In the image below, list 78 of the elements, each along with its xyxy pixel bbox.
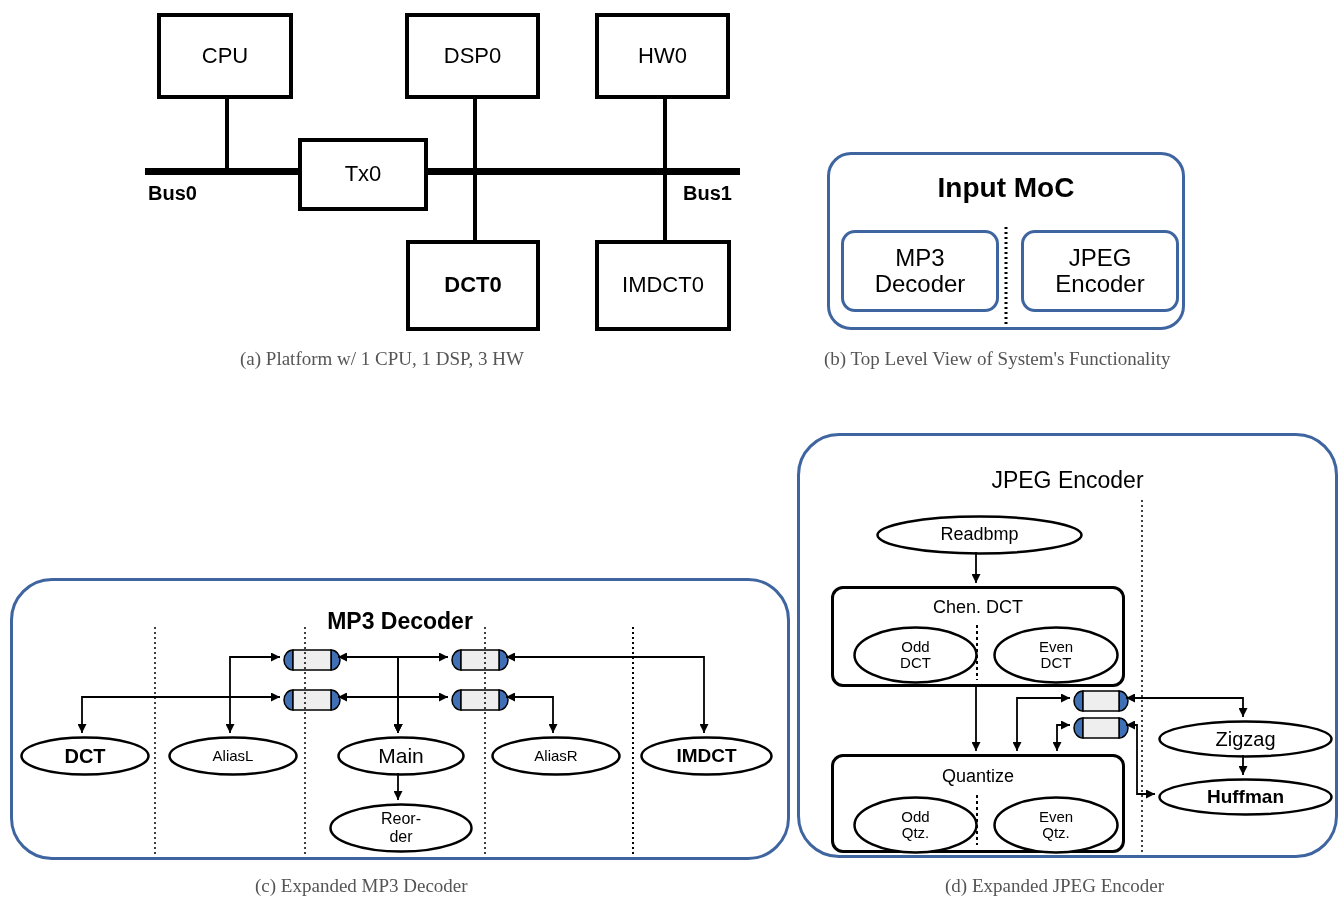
node-label: Zigzag (1215, 728, 1276, 750)
component-box (406, 240, 540, 331)
channel-queue (1073, 690, 1129, 712)
figure-caption: (b) Top Level View of System's Functionality (824, 347, 1172, 371)
connector-line (225, 99, 229, 168)
connector-line (663, 99, 667, 168)
figure-caption: (c) Expanded MP3 Decoder (255, 874, 469, 898)
node-label: Tx0 (344, 162, 382, 187)
node-label: CPU (201, 43, 249, 69)
process-ellipse (853, 626, 978, 684)
arrow (225, 652, 281, 734)
connector-line (473, 175, 477, 240)
arrow (505, 652, 709, 734)
process-ellipse (337, 736, 465, 776)
arrow (1125, 693, 1248, 718)
bus-label: Bus1 (683, 181, 732, 205)
node-label: HW0 (638, 43, 687, 69)
figure-caption: (d) Expanded JPEG Encoder (945, 874, 1165, 898)
process-ellipse (640, 736, 773, 776)
component-box (595, 240, 731, 331)
process-ellipse (1158, 778, 1333, 816)
node-label: IMDCT (676, 745, 737, 767)
connector-line (663, 175, 667, 240)
node-label: Even Qtz. (1037, 808, 1075, 842)
process-ellipse (1158, 720, 1333, 758)
arrow (1012, 693, 1071, 752)
node-label: Readbmp (940, 525, 1019, 545)
node-label: Main (378, 744, 424, 768)
channel-queue (283, 649, 341, 671)
figure-caption: (a) Platform w/ 1 CPU, 1 DSP, 3 HW (240, 347, 525, 371)
process-ellipse (168, 736, 298, 776)
bus-label: Bus0 (148, 181, 197, 205)
function-box (10, 578, 790, 860)
channel-queue (283, 689, 341, 711)
arrow (1125, 720, 1156, 799)
function-box (827, 152, 1185, 330)
node-label: JPEG Encoder (991, 468, 1144, 494)
function-box (797, 433, 1338, 858)
channel-queue (451, 649, 509, 671)
component-box (595, 13, 730, 99)
function-box (1021, 230, 1179, 312)
node-label: DCT0 (444, 273, 502, 298)
arrow (393, 692, 449, 734)
process-ellipse (876, 515, 1083, 555)
process-ellipse (491, 736, 621, 776)
process-ellipse (20, 736, 150, 776)
arrow (1052, 720, 1071, 752)
node-label: MP3 Decoder (873, 244, 967, 298)
node-label: IMDCT0 (622, 273, 704, 298)
arrow (77, 692, 281, 734)
component-box (405, 13, 540, 99)
arrow (505, 692, 558, 734)
connector-line (473, 99, 477, 168)
node-label: Quantize (941, 767, 1014, 787)
process-ellipse (853, 796, 978, 854)
node-label: MP3 Decoder (327, 609, 473, 635)
channel-queue (451, 689, 509, 711)
node-label: Huffman (1206, 786, 1285, 808)
node-label: Reor- der (380, 810, 422, 846)
node-label: Even DCT (1037, 638, 1075, 672)
node-label: Chen. DCT (933, 598, 1023, 618)
node-label: Odd DCT (899, 638, 932, 672)
node-label: AliasL (212, 747, 254, 765)
component-box (157, 13, 293, 99)
channel-queue (1073, 717, 1129, 739)
component-box (298, 138, 428, 211)
process-box (831, 586, 1125, 687)
node-label: Odd Qtz. (900, 808, 931, 842)
process-box (831, 754, 1125, 853)
process-ellipse (329, 803, 473, 853)
process-ellipse (993, 796, 1119, 854)
node-label: DSP0 (443, 43, 502, 69)
process-ellipse (993, 626, 1119, 684)
node-label: AliasR (534, 747, 578, 765)
function-box (841, 230, 999, 312)
node-label: JPEG Encoder (1054, 244, 1146, 298)
node-label: DCT (64, 745, 106, 767)
node-label: Input MoC (937, 173, 1075, 204)
